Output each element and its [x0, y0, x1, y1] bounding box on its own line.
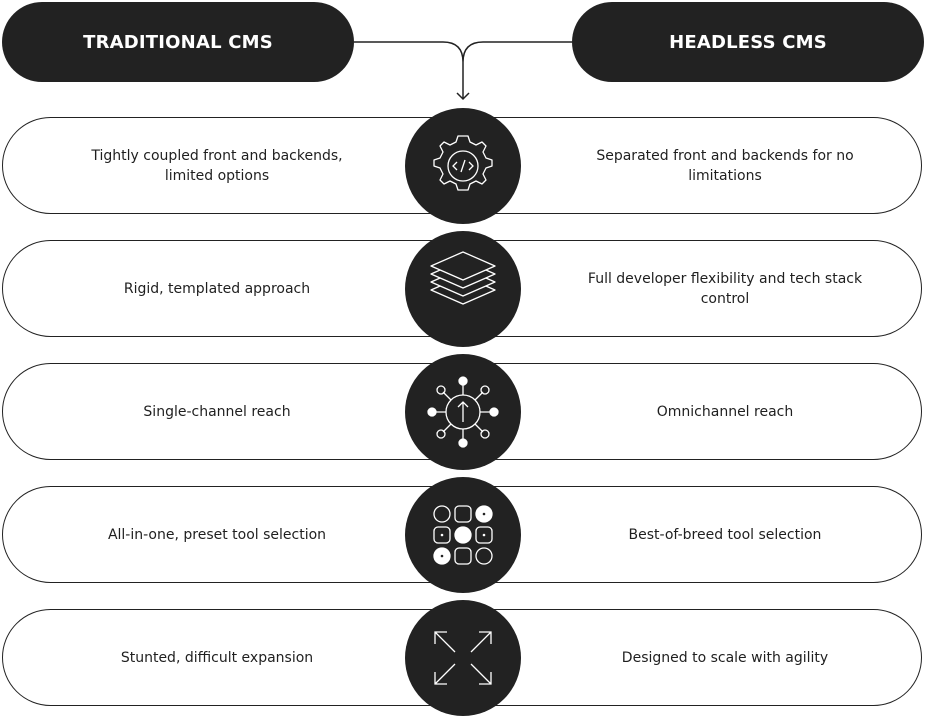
layers-icon: [405, 231, 521, 347]
traditional-text: Single-channel reach: [143, 403, 291, 420]
headless-text: Separated front and backends for no limi…: [596, 147, 854, 184]
traditional-text: Rigid, templated approach: [123, 280, 311, 297]
expand-arrows-icon: [405, 600, 521, 716]
gear-code-icon: [405, 108, 521, 224]
tool-grid-icon: [405, 477, 521, 593]
headless-text: Best-of-breed tool selection: [628, 526, 822, 543]
traditional-text: Tightly coupled front and backends, limi…: [91, 147, 343, 184]
headless-cms-header: HEADLESS CMS: [572, 2, 924, 82]
traditional-cms-header: TRADITIONAL CMS: [2, 2, 354, 82]
headless-text: Full developer flexibility and tech stac…: [587, 270, 863, 307]
traditional-text: Stunted, difficult expansion: [120, 649, 314, 666]
omnichannel-icon: [405, 354, 521, 470]
merge-arrow-connector: [354, 41, 572, 101]
headless-text: Designed to scale with agility: [621, 649, 829, 666]
traditional-text: All-in-one, preset tool selection: [107, 526, 327, 543]
headless-text: Omnichannel reach: [656, 403, 794, 420]
